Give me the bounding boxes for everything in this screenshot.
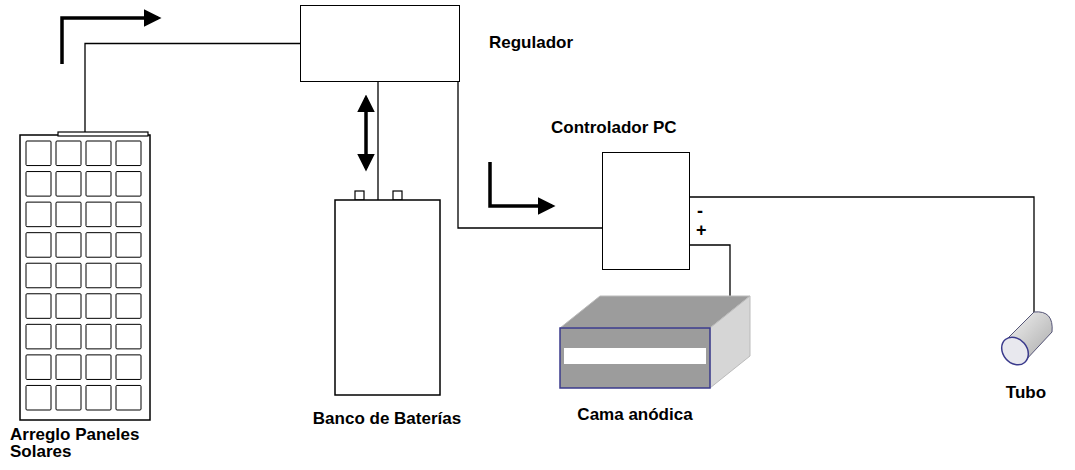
wire [458, 82, 602, 228]
flow-arrow [364, 98, 368, 168]
pipe: Tubo [996, 310, 1054, 364]
node-label: Tubo [1006, 384, 1046, 401]
wire [690, 245, 730, 296]
anode-bed: Cama anódica [560, 296, 750, 388]
node-label: Regulador [489, 34, 573, 51]
wire [377, 82, 378, 200]
controller-box: Controlador PC [602, 152, 690, 270]
regulator-box: Regulador [300, 5, 460, 82]
wire-connector [690, 245, 730, 296]
node-label: Controlador PC [551, 119, 677, 136]
pipe-outline [996, 310, 1054, 364]
terminal-polarity: - [697, 202, 703, 220]
terminal-polarity: + [696, 221, 707, 239]
wire [85, 44, 300, 133]
wire-connector [458, 82, 602, 228]
node-label: Cama anódica [577, 406, 692, 423]
wire-connector [366, 82, 378, 200]
solar-panel-array: Arreglo Paneles Solares [20, 135, 150, 420]
flow-arrow [62, 18, 158, 64]
flow-arrow [490, 162, 552, 206]
anode-bed-outline [560, 296, 750, 388]
battery-bank: Banco de Baterías [335, 200, 440, 395]
wire-connector [62, 18, 300, 132]
node-label: Banco de Baterías [313, 410, 461, 427]
node-label: Arreglo Paneles Solares [10, 426, 160, 460]
battery-bank-outline [335, 200, 440, 395]
solar-panel-array-outline [20, 135, 150, 420]
